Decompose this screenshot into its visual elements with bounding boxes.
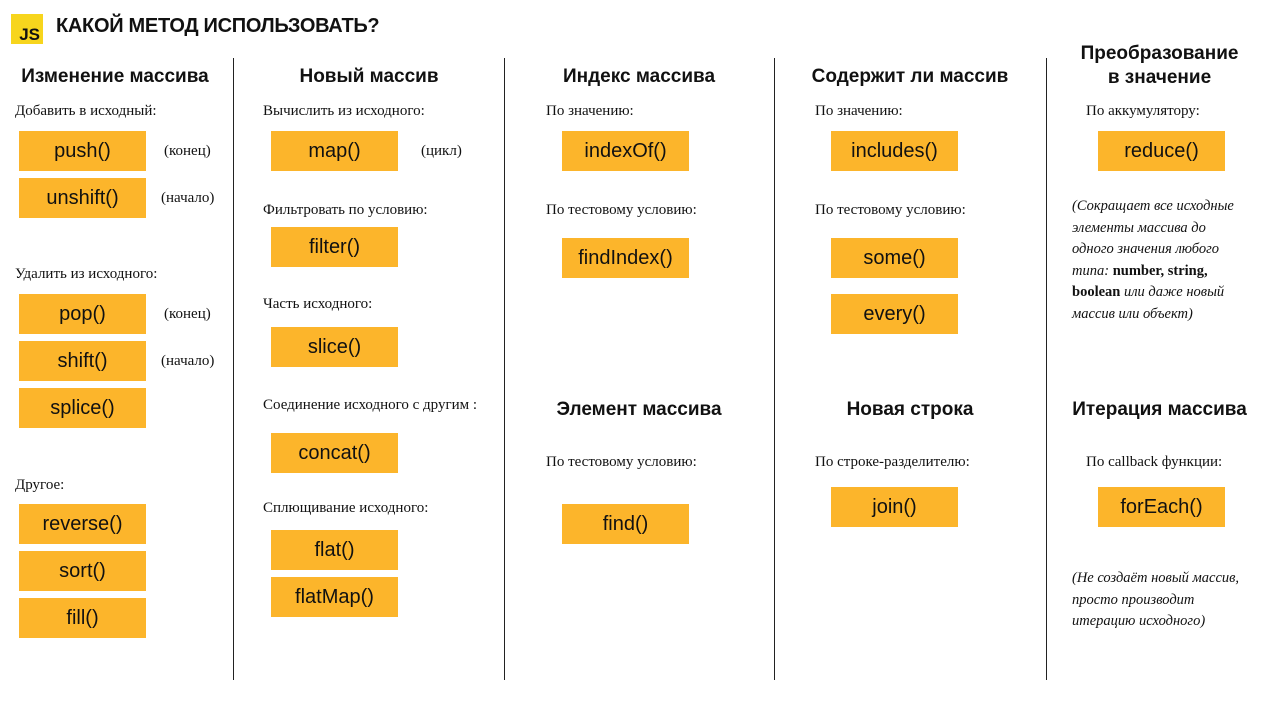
method-reduce-button[interactable]: reduce() — [1098, 131, 1225, 171]
group-label-join: По строке-разделителю: — [815, 454, 970, 470]
foreach-note-line: итерацию исходного) — [1072, 613, 1206, 629]
reduce-note-types: number, string, — [1112, 262, 1208, 279]
reduce-note-line: элементы массива до — [1072, 219, 1206, 236]
method-find-button[interactable]: find() — [562, 504, 689, 544]
reduce-note-line: (Сокращает все исходные — [1072, 198, 1234, 214]
method-pop-button[interactable]: pop() — [19, 294, 146, 334]
column-divider — [774, 58, 775, 680]
group-label-flat: Сплющивание исходного: — [263, 500, 429, 516]
group-label-callback: По callback функции: — [1086, 454, 1223, 470]
js-logo-text: JS — [19, 25, 40, 44]
column-divider — [233, 58, 234, 680]
method-map-button[interactable]: map() — [271, 131, 398, 171]
group-label-accumulator: По аккумулятору: — [1086, 103, 1200, 119]
column-title-new-array: Новый массив — [299, 66, 439, 87]
column-title-mutate: Изменение массива — [21, 66, 209, 87]
group-label-contains-test: По тестовому условию: — [815, 202, 966, 218]
group-label-contains-value: По значению: — [815, 103, 903, 119]
group-label-slice: Часть исходного: — [263, 296, 373, 312]
group-label-filter: Фильтровать по условию: — [263, 202, 428, 218]
method-foreach-button[interactable]: forEach() — [1098, 487, 1225, 527]
column-title-reduce-line2: в значение — [1107, 66, 1212, 88]
reduce-description: (Сокращает все исходные элементы массива… — [1072, 196, 1268, 325]
push-note: (конец) — [164, 143, 211, 159]
column-title-index: Индекс массива — [562, 66, 716, 87]
method-slice-button[interactable]: slice() — [271, 327, 398, 367]
foreach-note-line: просто производит — [1072, 591, 1195, 608]
method-findindex-button[interactable]: findIndex() — [562, 238, 689, 278]
foreach-description: (Не создаёт новый массив, просто произво… — [1072, 568, 1268, 633]
method-includes-button[interactable]: includes() — [831, 131, 958, 171]
group-label-index-value: По значению: — [546, 103, 634, 119]
method-sort-button[interactable]: sort() — [19, 551, 146, 591]
group-label-remove: Удалить из исходного: — [15, 266, 158, 282]
method-flatmap-button[interactable]: flatMap() — [271, 577, 398, 617]
page-title: КАКОЙ МЕТОД ИСПОЛЬЗОВАТЬ? — [56, 15, 380, 37]
column-title-new-string: Новая строка — [846, 399, 974, 420]
reduce-note-text: или даже новый — [1120, 284, 1225, 300]
column-divider — [1046, 58, 1047, 680]
group-label-concat: Соединение исходного с другим : — [263, 397, 478, 413]
reduce-note-boolean: boolean — [1072, 284, 1121, 300]
column-title-element: Элемент массива — [556, 399, 722, 420]
method-join-button[interactable]: join() — [831, 487, 958, 527]
column-title-reduce: Преобразование в значение — [1049, 42, 1270, 90]
group-label-compute: Вычислить из исходного: — [263, 103, 425, 119]
method-reverse-button[interactable]: reverse() — [19, 504, 146, 544]
group-label-other: Другое: — [15, 477, 65, 493]
shift-note: (начало) — [161, 353, 215, 369]
column-title-reduce-line1: Преобразование — [1080, 43, 1239, 64]
pop-note: (конец) — [164, 306, 211, 322]
method-shift-button[interactable]: shift() — [19, 341, 146, 381]
column-title-contains: Содержит ли массив — [811, 66, 1009, 87]
reduce-note-line: boolean или даже новый — [1072, 282, 1268, 304]
method-flat-button[interactable]: flat() — [271, 530, 398, 570]
foreach-note-line: (Не создаёт новый массив, — [1072, 570, 1240, 586]
reduce-note-line: одного значения любого — [1072, 241, 1220, 257]
unshift-note: (начало) — [161, 190, 215, 206]
reduce-note-line: массив или объект) — [1072, 305, 1193, 322]
method-unshift-button[interactable]: unshift() — [19, 178, 146, 218]
method-every-button[interactable]: every() — [831, 294, 958, 334]
reduce-note-text: типа: — [1072, 262, 1113, 279]
group-label-index-test: По тестовому условию: — [546, 202, 697, 218]
column-title-iteration: Итерация массива — [1072, 399, 1247, 420]
method-filter-button[interactable]: filter() — [271, 227, 398, 267]
map-note: (цикл) — [421, 143, 462, 159]
group-label-find: По тестовому условию: — [546, 454, 697, 470]
method-concat-button[interactable]: concat() — [271, 433, 398, 473]
method-push-button[interactable]: push() — [19, 131, 146, 171]
group-label-add: Добавить в исходный: — [15, 103, 157, 119]
column-divider — [504, 58, 505, 680]
method-splice-button[interactable]: splice() — [19, 388, 146, 428]
js-logo: JS — [11, 14, 43, 44]
method-some-button[interactable]: some() — [831, 238, 958, 278]
method-indexof-button[interactable]: indexOf() — [562, 131, 689, 171]
reduce-note-line: типа: number, string, — [1072, 261, 1268, 283]
method-fill-button[interactable]: fill() — [19, 598, 146, 638]
